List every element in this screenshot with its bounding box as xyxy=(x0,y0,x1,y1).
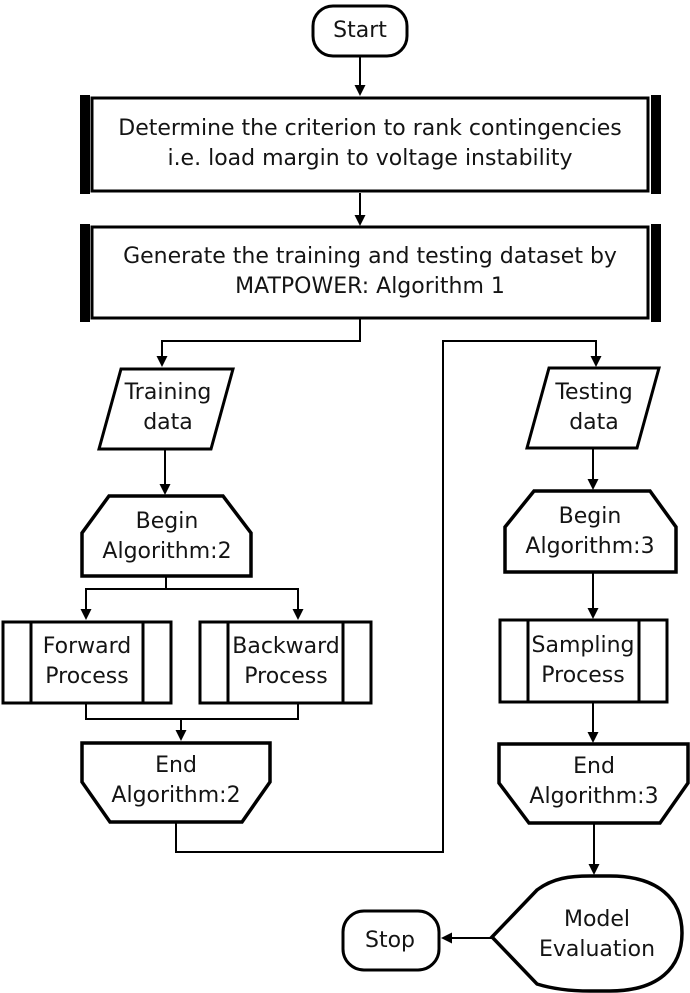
testing-data-node xyxy=(525,366,661,450)
begin-algorithm3-label: Begin Algorithm:3 xyxy=(525,504,655,559)
begin-algorithm2-node xyxy=(80,494,253,578)
generate-left-bar xyxy=(80,224,90,322)
stop-label: Stop xyxy=(364,928,416,953)
model-evaluation-node xyxy=(489,874,684,993)
connector-begin-algorithm2-fork xyxy=(80,577,304,620)
criterion-label: Determine the criterion to rank continge… xyxy=(118,116,622,171)
connector-training-data-to-begin-algorithm2 xyxy=(159,449,171,495)
connector-generate-to-training-data xyxy=(156,318,361,367)
connector-model-evaluation-to-stop xyxy=(441,932,492,944)
generate-dataset-label: Generate the training and testing datase… xyxy=(123,244,617,299)
connector-sampling-to-end-algorithm3 xyxy=(587,702,599,743)
backward-process-label: Backward Process xyxy=(232,634,340,689)
begin-algorithm3-node xyxy=(503,489,678,574)
connector-testing-data-to-begin-algorithm3 xyxy=(587,448,599,490)
backward-process-node xyxy=(198,620,373,705)
forward-process-node xyxy=(1,620,173,705)
connector-criterion-to-generate xyxy=(354,193,366,226)
begin-algorithm2-label: Begin Algorithm:2 xyxy=(102,509,232,564)
forward-process-label: Forward Process xyxy=(42,634,132,689)
end-algorithm3-node xyxy=(497,742,690,825)
start-label: Start xyxy=(333,18,387,43)
connector-processes-merge-to-end-algorithm2 xyxy=(85,703,299,741)
end-algorithm2-label: End Algorithm:2 xyxy=(111,753,241,808)
stop-node xyxy=(341,909,441,972)
training-data-label: Training data xyxy=(124,380,212,435)
sampling-process-node xyxy=(498,618,669,704)
criterion-left-bar xyxy=(80,95,90,194)
start-node xyxy=(311,4,409,58)
end-algorithm2-node xyxy=(80,741,272,824)
training-data-node xyxy=(97,367,235,451)
testing-data-label: Testing data xyxy=(555,380,633,435)
criterion-process-node xyxy=(80,95,661,194)
model-evaluation-label: Model Evaluation xyxy=(538,907,656,962)
generate-right-bar xyxy=(651,224,661,322)
connector-end-algorithm3-to-model-evaluation xyxy=(588,823,600,875)
connector-begin-algorithm3-to-sampling xyxy=(587,572,599,619)
sampling-process-label: Sampling Process xyxy=(531,633,635,688)
connector-end-algorithm2-to-testing-data xyxy=(175,340,602,853)
criterion-right-bar xyxy=(651,95,661,194)
connector-start-to-criterion xyxy=(354,56,366,96)
end-algorithm3-label: End Algorithm:3 xyxy=(529,754,659,809)
generate-dataset-process-node xyxy=(80,224,661,322)
